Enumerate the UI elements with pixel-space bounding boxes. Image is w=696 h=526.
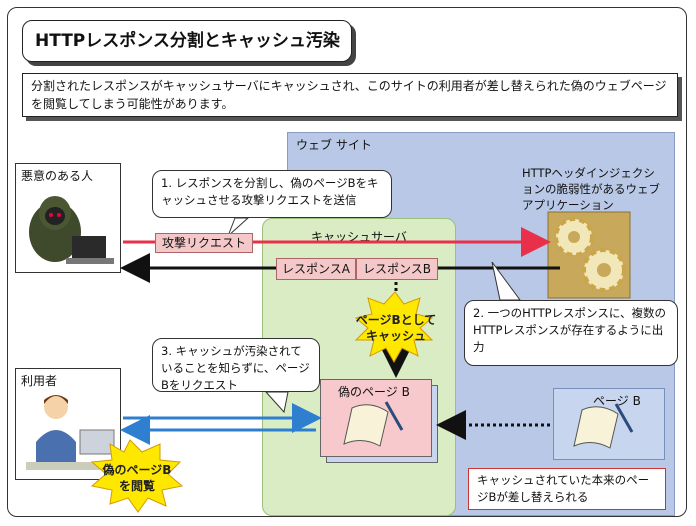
web-app-label: HTTPヘッダインジェクションの脆弱性があるウェブアプリケーション xyxy=(522,166,660,212)
cache-burst-shape xyxy=(354,291,434,364)
attacker-icon xyxy=(29,196,114,264)
callout3-tail xyxy=(264,391,289,414)
view-burst-shape xyxy=(90,439,184,513)
diagram-description: 分割されたレスポンスがキャッシュサーバにキャッシュされ、このサイトの利用者が差し… xyxy=(22,73,678,117)
step2-callout: 2. 一つのHTTPレスポンスに、複数のHTTPレスポンスが存在するように出力 xyxy=(464,300,678,366)
response-b-label: レスポンスB xyxy=(356,258,438,280)
real-page-label: ページ B xyxy=(593,394,641,408)
user-label: 利用者 xyxy=(21,374,58,388)
fake-page-label: 偽のページ B xyxy=(338,385,410,399)
diagram-title: HTTPレスポンス分割とキャッシュ汚染 xyxy=(22,20,352,62)
scroll-icon xyxy=(343,401,404,447)
step3-callout: 3. キャッシュが汚染されていることを知らずに、ページBをリクエスト xyxy=(152,338,320,392)
replaced-note: キャッシュされていた本来のページBが差し替えられる xyxy=(468,468,666,510)
view-burst-text: 偽のページB を閲覧 xyxy=(102,463,172,493)
gears-icon xyxy=(547,211,631,299)
user-icon xyxy=(26,395,118,470)
callout1-tail xyxy=(227,217,250,237)
attacker-label: 悪意のある人 xyxy=(21,169,94,183)
scroll-icon-real xyxy=(573,403,634,449)
attack-request-label: 攻撃リクエスト xyxy=(155,233,253,253)
website-label: ウェブ サイト xyxy=(296,138,372,152)
response-a-label: レスポンスA xyxy=(276,258,356,280)
step1-callout: 1. レスポンスを分割し、偽のページBをキャッシュさせる攻撃リクエストを送信 xyxy=(152,170,392,218)
cache-burst-text: ページBとして キャッシュ xyxy=(355,313,437,343)
